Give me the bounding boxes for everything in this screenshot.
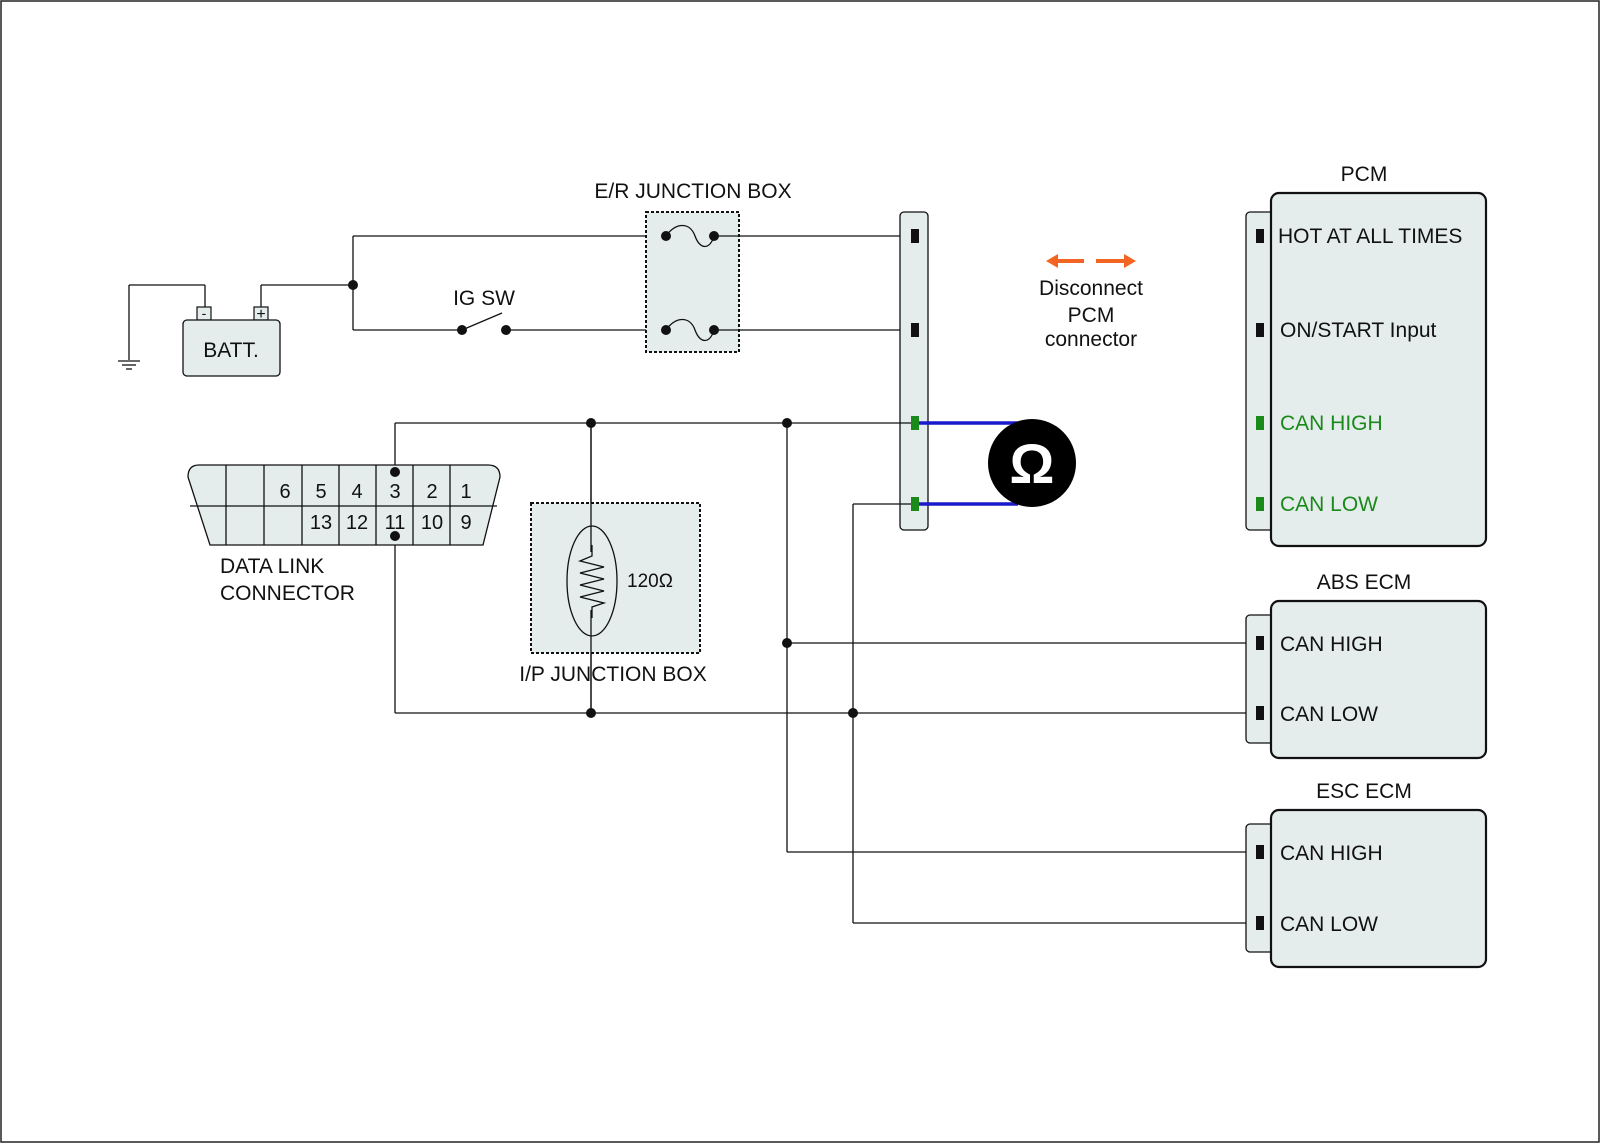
esc-ecm-title: ESC ECM <box>1316 780 1412 803</box>
ohmmeter: Ω <box>988 419 1076 507</box>
battery-pos-label: + <box>256 306 265 323</box>
dlc-pin: 5 <box>315 481 326 503</box>
dlc-pin: 3 <box>389 481 400 503</box>
resistor-icon <box>577 545 607 618</box>
dlc-label-line2: CONNECTOR <box>220 582 355 605</box>
pcm-pin-can-low: CAN LOW <box>1280 493 1378 516</box>
ig-switch-label: IG SW <box>453 287 515 310</box>
abs-pin-can-low: CAN LOW <box>1280 703 1378 726</box>
terminal <box>1256 416 1264 430</box>
pcm-title: PCM <box>1341 163 1388 186</box>
dlc-label-line1: DATA LINK <box>220 555 324 578</box>
dlc-pin: 10 <box>421 512 443 534</box>
dlc-pin: 11 <box>385 512 406 534</box>
battery-body <box>182 319 281 377</box>
pcm-module: PCM HOT AT ALL TIMES ON/START Input CAN … <box>1245 163 1488 548</box>
esc-pin-can-low: CAN LOW <box>1280 913 1378 936</box>
pcm-connector-harness <box>899 211 929 531</box>
dlc-pin: 9 <box>460 512 471 534</box>
terminal <box>911 416 919 430</box>
data-link-connector: 6 5 4 3 2 1 13 12 11 10 9 DATA LINK CONN… <box>187 464 501 605</box>
terminal <box>911 497 919 511</box>
terminal <box>1256 706 1264 720</box>
abs-ecm-title: ABS ECM <box>1317 571 1412 594</box>
er-junction-label: E/R JUNCTION BOX <box>594 180 791 203</box>
terminal <box>1256 845 1264 859</box>
dlc-pin: 13 <box>310 512 332 534</box>
ohm-icon: Ω <box>1010 432 1055 495</box>
battery: - + BATT. <box>182 305 281 377</box>
dlc-pin: 1 <box>460 481 471 503</box>
terminal <box>911 323 919 337</box>
dlc-pin: 12 <box>346 512 368 534</box>
note-line2: PCM <box>1068 304 1115 327</box>
ig-switch: IG SW <box>453 287 515 335</box>
esc-pin-can-high: CAN HIGH <box>1280 842 1383 865</box>
ip-junction-box: 120Ω I/P JUNCTION BOX <box>519 423 707 713</box>
pcm-pin-can-high: CAN HIGH <box>1280 412 1383 435</box>
note-line1: Disconnect <box>1039 277 1143 300</box>
terminal <box>911 229 919 243</box>
resistor-value: 120Ω <box>627 571 673 592</box>
left-arrow-icon <box>1046 254 1084 268</box>
ground-symbol <box>118 285 140 370</box>
terminal <box>1256 916 1264 930</box>
esc-ecm-module: ESC ECM CAN HIGH CAN LOW <box>1245 780 1488 969</box>
battery-label: BATT. <box>203 339 259 362</box>
disconnect-note: Disconnect PCM connector <box>1039 254 1143 351</box>
terminal <box>1256 229 1264 243</box>
abs-ecm-module: ABS ECM CAN HIGH CAN LOW <box>1245 571 1488 760</box>
dlc-pin: 6 <box>279 481 290 503</box>
terminal <box>1256 323 1264 337</box>
dlc-pin: 2 <box>426 481 437 503</box>
er-junction-box: E/R JUNCTION BOX <box>594 180 792 353</box>
terminal <box>1256 636 1264 650</box>
abs-pin-can-high: CAN HIGH <box>1280 633 1383 656</box>
pcm-pin-hot: HOT AT ALL TIMES <box>1278 225 1462 248</box>
pcm-pin-on-start: ON/START Input <box>1280 319 1437 342</box>
right-arrow-icon <box>1096 254 1136 268</box>
dlc-pin: 4 <box>351 481 362 503</box>
note-line3: connector <box>1045 328 1137 351</box>
ip-junction-label: I/P JUNCTION BOX <box>519 663 706 686</box>
junction-dot <box>848 708 858 718</box>
battery-neg-label: - <box>202 305 207 321</box>
terminal <box>1256 497 1264 511</box>
